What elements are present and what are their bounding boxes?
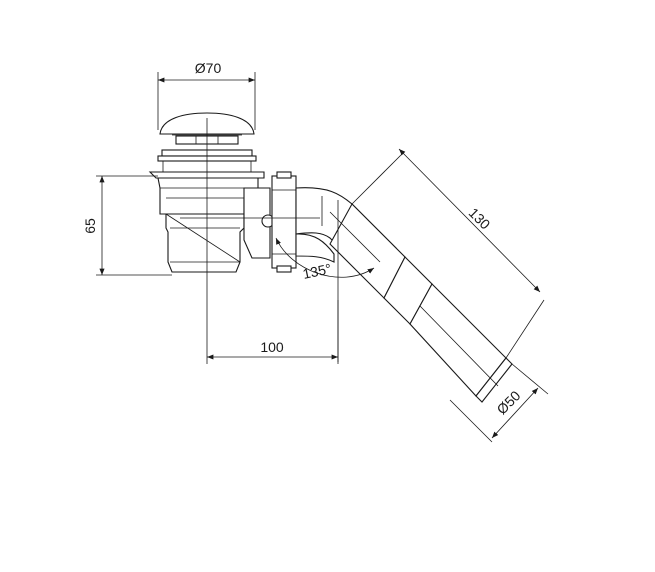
trap-body xyxy=(157,177,275,273)
height-label: 65 xyxy=(82,218,98,234)
offset-label: 100 xyxy=(260,339,284,355)
angle-label: 135° xyxy=(301,260,333,282)
angle-dimension: 135° xyxy=(275,237,375,282)
pipe-diameter-label: Ø50 xyxy=(493,387,523,417)
coupling-nut xyxy=(271,171,297,273)
top-diameter-label: Ø70 xyxy=(195,60,222,76)
offset-dimension: 100 xyxy=(206,300,339,364)
top-diameter-dimension: Ø70 xyxy=(157,60,256,130)
length-label: 130 xyxy=(466,205,494,233)
height-dimension: 65 xyxy=(82,175,172,276)
